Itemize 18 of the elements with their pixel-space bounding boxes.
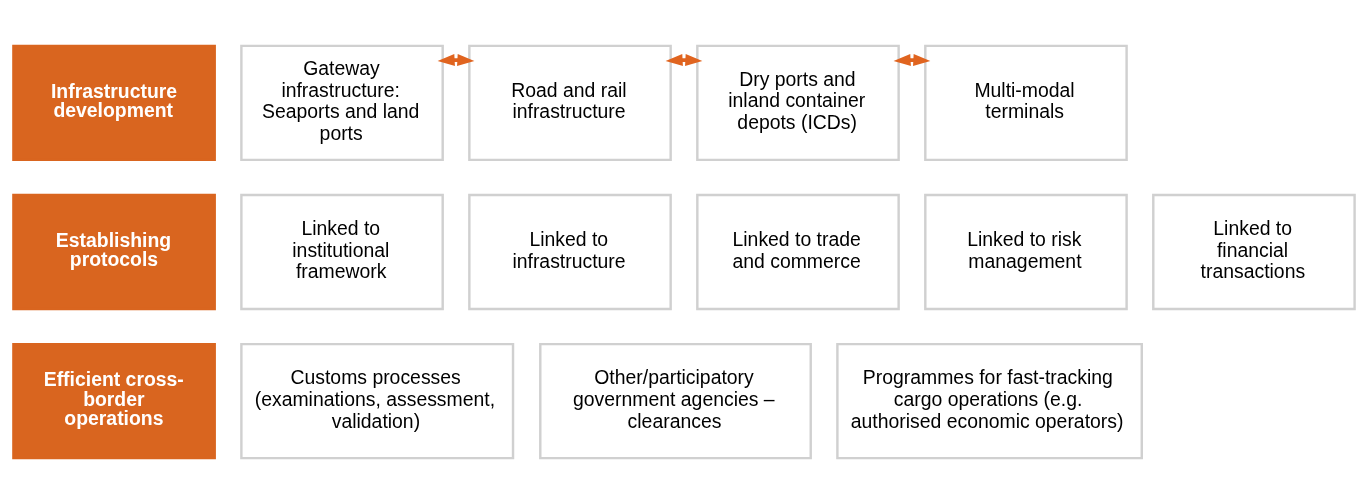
node-box: Road and rail infrastructure: [468, 44, 672, 161]
node-box: Multi-modal terminals: [924, 44, 1128, 161]
node-box: Linked to infrastructure: [468, 193, 672, 310]
arrow: [893, 53, 931, 66]
node-box: Gateway infrastructure: Seaports and land ports: [240, 44, 444, 161]
arrow: [437, 53, 475, 66]
node-box: Other/participatory government agencies – clearances: [539, 342, 812, 459]
node-box: Establishing protocols: [12, 193, 216, 310]
node-box: Dry ports and inland container depots (ICDs): [696, 44, 900, 161]
node-box: Linked to financial transactions: [1152, 193, 1356, 310]
node-box: Linked to institutional framework: [240, 193, 444, 310]
node-box: Programmes for fast-tracking cargo operations (e.g. authorised economic operators): [836, 342, 1143, 459]
node-box: Efficient cross-border operations: [12, 342, 216, 459]
node-box: Linked to risk management: [924, 193, 1128, 310]
node-box: Customs processes (examinations, assessment, validation): [240, 342, 515, 459]
arrow: [665, 53, 703, 66]
node-box: Linked to trade and commerce: [696, 193, 900, 310]
node-box: Infrastructure development: [12, 44, 216, 161]
